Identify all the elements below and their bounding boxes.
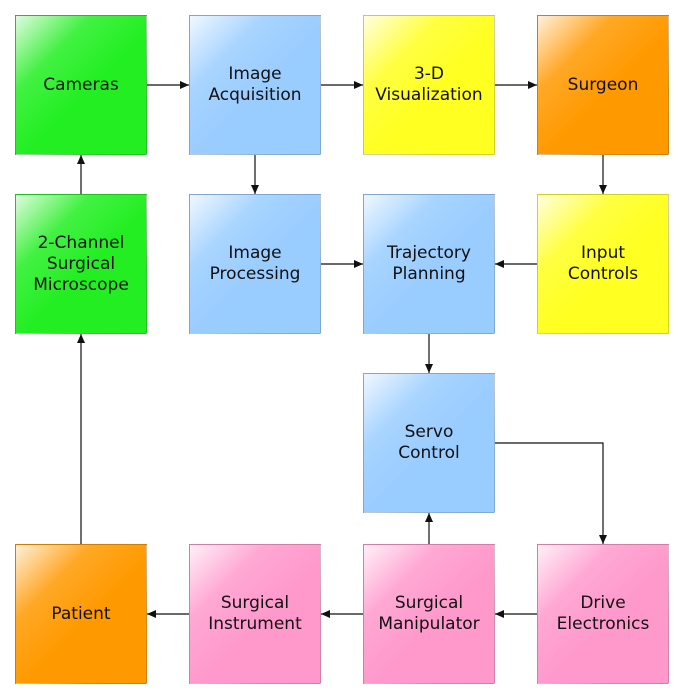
servo-control-label: Servo Control xyxy=(398,422,460,463)
patient-label: Patient xyxy=(51,603,111,624)
servo-control-node: Servo Control xyxy=(363,373,495,513)
cameras-node: Cameras xyxy=(15,15,147,155)
image-acquisition-node: Image Acquisition xyxy=(189,15,321,155)
surgeon-node: Surgeon xyxy=(537,15,669,155)
trajectory-planning-label: Trajectory Planning xyxy=(387,243,471,284)
patient-node: Patient xyxy=(15,544,147,684)
surgical-instrument-node: Surgical Instrument xyxy=(189,544,321,684)
visualization-node: 3-D Visualization xyxy=(363,15,495,155)
drive-electronics-node: Drive Electronics xyxy=(537,544,669,684)
image-acquisition-label: Image Acquisition xyxy=(208,64,302,105)
drive-electronics-label: Drive Electronics xyxy=(556,593,650,634)
arrow-servo-control-to-drive-electronics xyxy=(495,442,607,544)
microscope-node: 2-Channel Surgical Microscope xyxy=(15,194,147,334)
input-controls-label: Input Controls xyxy=(567,243,639,284)
trajectory-planning-node: Trajectory Planning xyxy=(363,194,495,334)
surgical-manipulator-label: Surgical Manipulator xyxy=(378,593,480,634)
surgical-manipulator-node: Surgical Manipulator xyxy=(363,544,495,684)
image-processing-label: Image Processing xyxy=(209,243,301,284)
microscope-label: 2-Channel Surgical Microscope xyxy=(33,232,129,295)
surgeon-label: Surgeon xyxy=(567,74,639,95)
surgical-instrument-label: Surgical Instrument xyxy=(208,593,302,634)
input-controls-node: Input Controls xyxy=(537,194,669,334)
visualization-label: 3-D Visualization xyxy=(375,64,483,105)
image-processing-node: Image Processing xyxy=(189,194,321,334)
cameras-label: Cameras xyxy=(43,74,119,95)
